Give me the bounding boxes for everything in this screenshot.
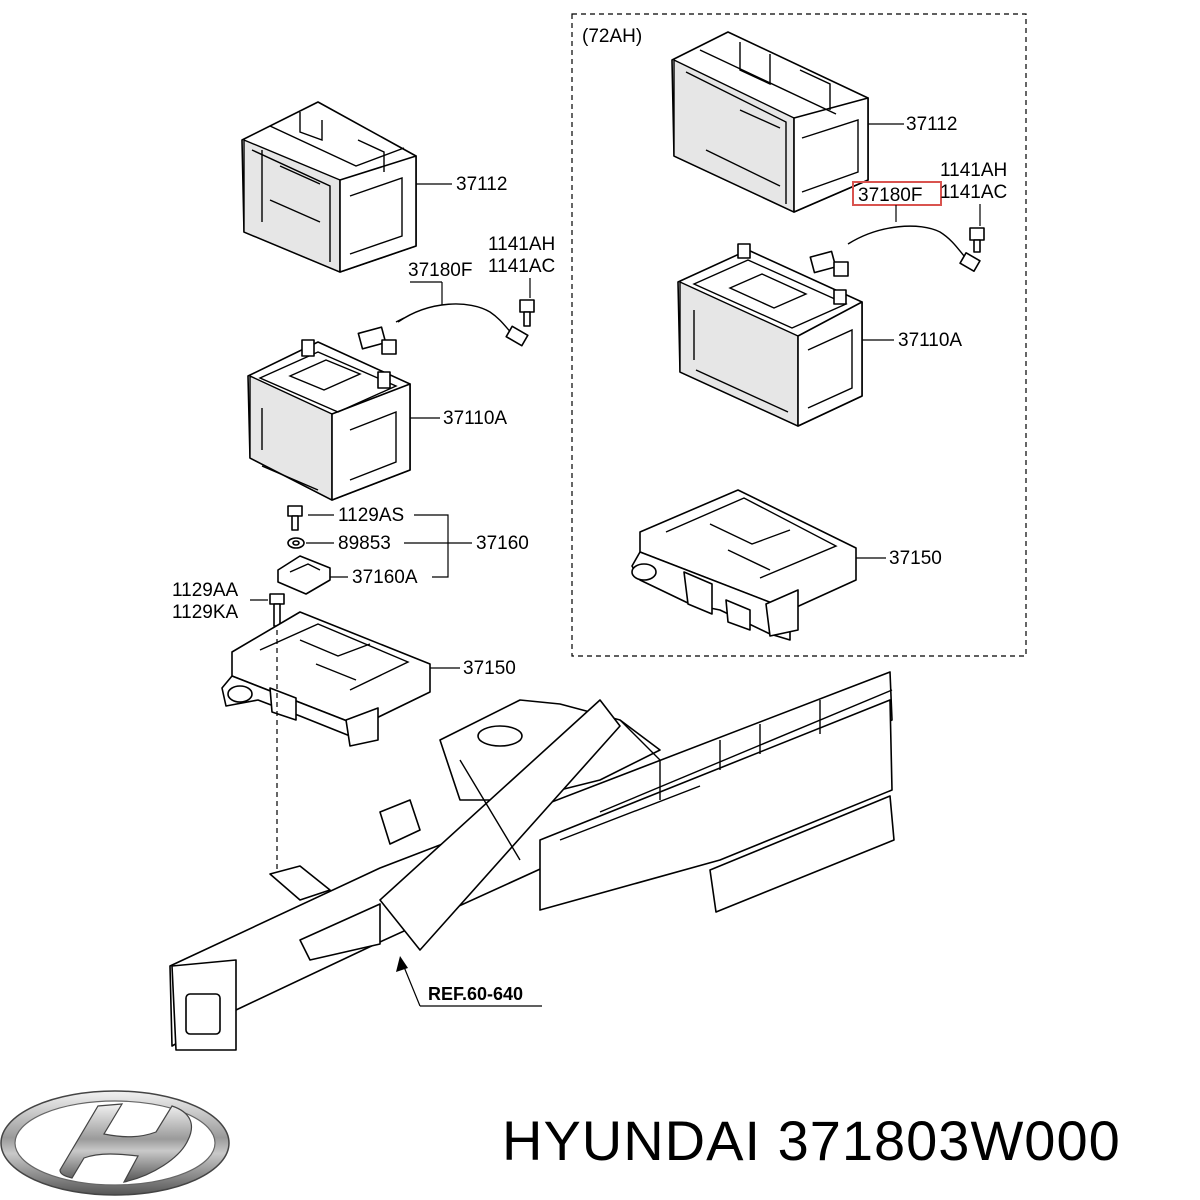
ref-label: REF.60-640 <box>428 984 523 1004</box>
right-battery-cable <box>809 225 981 277</box>
variant-72ah-frame <box>571 13 1027 657</box>
left-battery-tray-cover <box>241 101 417 273</box>
chassis-frame <box>169 671 895 1051</box>
right-battery-label: 37110A <box>898 330 962 351</box>
left-bolt-label-2: 1141AC <box>488 256 555 277</box>
highlighted-part-frame <box>852 181 942 206</box>
left-bolt-1129aa-label: 1129AA <box>172 580 239 601</box>
left-battery-cable <box>357 303 529 355</box>
right-battery <box>677 243 863 427</box>
right-bolt-label-2: 1141AC <box>940 182 1007 203</box>
left-terminal-bolt <box>519 299 535 327</box>
right-battery-tray-cover <box>671 31 869 213</box>
left-base-tray-label: 37150 <box>463 658 516 679</box>
left-bolt-1129as <box>287 505 303 531</box>
left-battery <box>247 339 411 501</box>
left-bracket-label: 37160A <box>352 567 418 588</box>
left-washer-label: 89853 <box>338 533 391 554</box>
right-cable-label: 37180F <box>858 185 922 206</box>
left-base-tray <box>221 611 431 747</box>
right-bolt-label-1: 1141AH <box>940 160 1007 181</box>
hyundai-logo <box>0 1090 230 1196</box>
right-tray-label: 37112 <box>906 114 957 135</box>
right-base-tray-label: 37150 <box>889 548 942 569</box>
left-washer <box>287 537 305 549</box>
right-terminal-bolt <box>969 227 985 253</box>
left-bolt-1129as-label: 1129AS <box>338 505 404 526</box>
left-bracket <box>277 555 331 595</box>
left-bolt-1129aa <box>269 593 285 627</box>
left-cable-label: 37180F <box>408 260 472 281</box>
left-bracket-group-label: 37160 <box>476 533 529 554</box>
variant-label: (72AH) <box>582 26 642 47</box>
left-bolt-label-1: 1141AH <box>488 234 555 255</box>
left-bolt-1129ka-label: 1129KA <box>172 602 239 623</box>
right-base-tray <box>631 489 857 641</box>
part-number-caption: HYUNDAI 371803W000 <box>502 1109 1121 1172</box>
left-tray-label: 37112 <box>456 174 507 195</box>
left-battery-label: 37110A <box>443 408 507 429</box>
